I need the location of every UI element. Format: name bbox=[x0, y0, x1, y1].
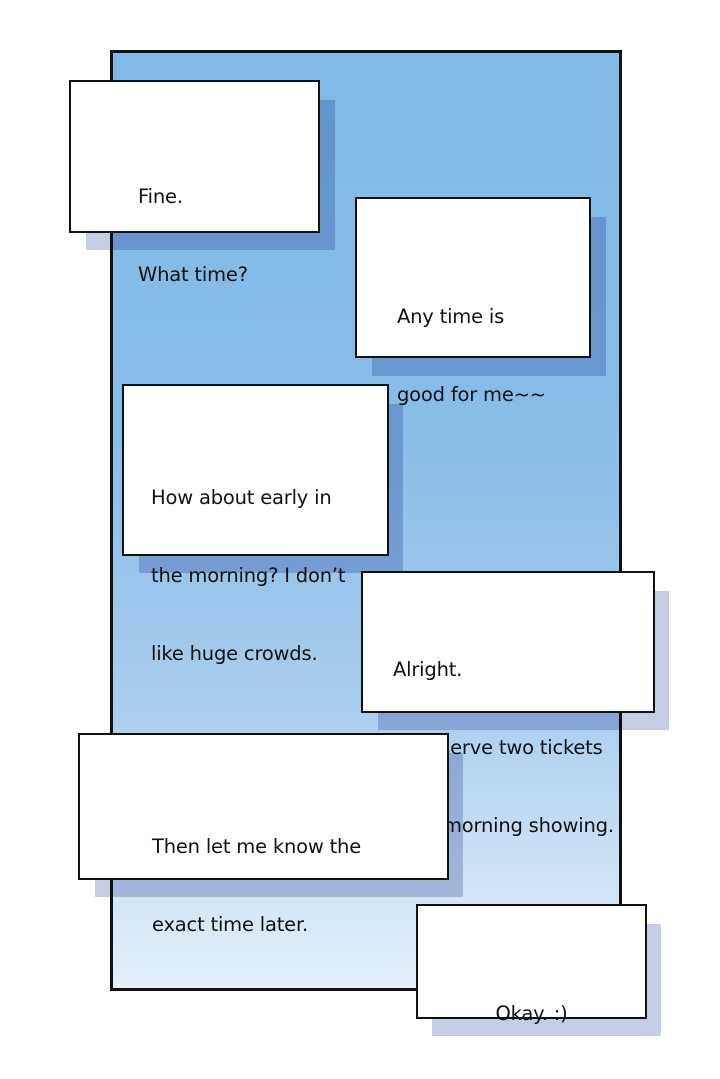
speech-text: Fine. What time? bbox=[138, 132, 248, 340]
text-line: Fine. bbox=[138, 185, 183, 208]
text-line: good for me~~ bbox=[397, 383, 546, 406]
text-line: Then let me know the bbox=[152, 835, 362, 858]
text-line: How about early in bbox=[151, 486, 332, 509]
text-line: exact time later. bbox=[152, 913, 308, 936]
speech-box-1: Fine. What time? bbox=[69, 80, 320, 286]
text-line: Alright. bbox=[393, 658, 463, 681]
text-line: What time? bbox=[138, 263, 248, 286]
speech-box-2: Any time is good for me~~ bbox=[355, 197, 591, 406]
speech-box-6: Okay. :) bbox=[416, 904, 647, 1025]
speech-box-4: Alright. I’ll reserve two tickets for a … bbox=[361, 571, 655, 837]
text-line: the morning? I don’t bbox=[151, 564, 346, 587]
text-line: Okay. :) bbox=[495, 1002, 568, 1025]
text-line: Any time is bbox=[397, 305, 505, 328]
speech-text: Okay. :) bbox=[418, 949, 645, 1079]
speech-text: How about early in the morning? I don’t … bbox=[151, 433, 346, 719]
speech-box-3: How about early in the morning? I don’t … bbox=[122, 384, 389, 665]
text-line: like huge crowds. bbox=[151, 642, 318, 665]
speech-box-5: Then let me know the exact time later. bbox=[78, 733, 449, 936]
speech-text: Then let me know the exact time later. bbox=[152, 782, 361, 990]
speech-text: Any time is good for me~~ bbox=[397, 252, 546, 460]
